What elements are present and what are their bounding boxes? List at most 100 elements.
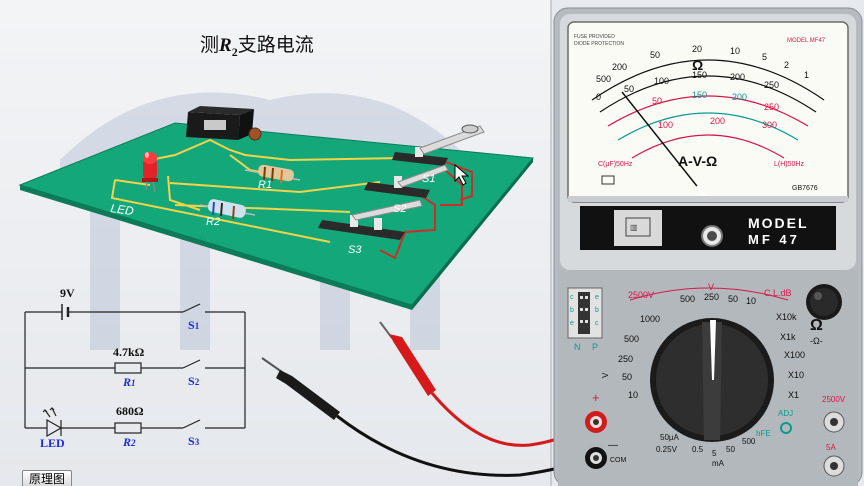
multimeter-mf47: FUSE PROVIDED DIODE PROTECTION MODEL MF4…: [553, 7, 863, 486]
ohm-symbol: Ω: [810, 317, 823, 334]
v-tick-50: 50: [728, 294, 738, 304]
left-tick-1000: 1000: [640, 314, 660, 324]
ohm-tick-x100: X100: [784, 350, 805, 360]
transistor-socket[interactable]: cbe ebc: [567, 287, 603, 339]
svg-text:250: 250: [764, 102, 779, 112]
svg-text:150: 150: [692, 90, 707, 100]
ohm-tick-x1: X1: [788, 390, 799, 400]
jack-minus-label: —: [608, 440, 618, 451]
svg-text:c: c: [570, 294, 574, 301]
v-tick-10: 10: [746, 296, 756, 306]
schematic-r1-value: 4.7kΩ: [113, 345, 145, 359]
svg-text:0: 0: [596, 92, 601, 102]
svg-text:c: c: [595, 320, 599, 327]
jack-5a-label: 5A: [826, 443, 836, 452]
svg-text:-Ω-: -Ω-: [810, 336, 823, 346]
adj-label: ADJ: [778, 409, 793, 418]
left-tick-10: 10: [628, 390, 638, 400]
svg-text:100: 100: [654, 76, 669, 86]
schematic-battery-label: 9V: [60, 286, 75, 300]
bottom-tick-50ua: 50μA: [660, 433, 680, 442]
svg-text:b: b: [595, 307, 599, 314]
svg-text:200: 200: [710, 116, 725, 126]
circuit-board: LED R1 R2 S1 S2 S3: [18, 106, 534, 438]
jack-5a[interactable]: [823, 455, 845, 477]
ohm-scale-arc: [591, 59, 825, 101]
ohm-tick-x1k: X1k: [780, 332, 796, 342]
board-label-led: LED: [110, 201, 135, 218]
jack-com[interactable]: [585, 447, 607, 469]
resistor-r2: [199, 199, 256, 220]
hfe-scale-arc: [617, 112, 799, 141]
svg-text:50: 50: [650, 50, 660, 60]
svg-text:300: 300: [762, 120, 777, 130]
svg-text:2: 2: [784, 60, 789, 70]
ohm-scale-label: Ω: [692, 57, 703, 73]
svg-text:e: e: [595, 294, 599, 301]
svg-text:5: 5: [762, 52, 767, 62]
v-tick-250: 250: [704, 292, 719, 302]
meter-display-window: [567, 21, 849, 203]
v-tick-500: 500: [680, 294, 695, 304]
board-label-r2: R2: [206, 216, 220, 228]
svg-text:V: V: [601, 372, 610, 378]
svg-text:50: 50: [652, 96, 662, 106]
left-tick-500: 500: [624, 334, 639, 344]
board-label-s3: S3: [348, 244, 362, 256]
led-component: [142, 152, 158, 193]
simulation-stage: 测R2支路电流: [0, 0, 552, 486]
np-n-label: N: [574, 342, 581, 352]
ohm-tick-x10k: X10k: [776, 312, 797, 322]
schematic-button[interactable]: 原理图: [22, 470, 73, 486]
schematic-s1-label: S1: [188, 318, 200, 332]
svg-text:150: 150: [692, 70, 707, 80]
jack-plus[interactable]: [585, 411, 607, 433]
svg-text:▥: ▥: [630, 223, 638, 232]
switch-s3[interactable]: [318, 199, 423, 240]
board-label-r1: R1: [258, 179, 272, 191]
np-p-label: P: [592, 342, 598, 352]
svg-text:250: 250: [764, 80, 779, 90]
schematic-r2-name: R2: [123, 435, 136, 449]
left-tick-250: 250: [618, 354, 633, 364]
serial-number: GB7676: [792, 185, 818, 192]
yellow-wires: [110, 138, 401, 243]
board-edge: [20, 185, 412, 310]
model-text: MODEL: [748, 215, 809, 231]
fuse-text: FUSE PROVIDED: [574, 34, 615, 40]
schematic-r2-value: 680Ω: [116, 404, 144, 418]
switch-s1[interactable]: [392, 124, 485, 166]
svg-text:500: 500: [596, 74, 611, 84]
meter-needle: [621, 91, 709, 201]
cert-mark: [601, 175, 615, 185]
switch-s2[interactable]: [364, 164, 449, 198]
svg-text:20: 20: [692, 44, 702, 54]
bottom-tick-5: 5: [712, 449, 717, 458]
jack-2500v[interactable]: [823, 411, 845, 433]
svg-text:100: 100: [658, 120, 673, 130]
ohm-adjust-knob[interactable]: [806, 284, 842, 320]
left-tick-50: 50: [622, 372, 632, 382]
schematic-s3-label: S3: [188, 434, 200, 448]
board-label-s2: S2: [393, 203, 406, 215]
jack-plus-label: +: [592, 390, 600, 405]
bottom-tick-05: 0.5: [692, 445, 704, 454]
svg-text:200: 200: [612, 62, 627, 72]
model-number-text: MF 47: [748, 232, 800, 247]
jack-com-label: COM: [610, 457, 627, 464]
bottom-tick-500: 500: [742, 437, 756, 446]
range-selector-knob[interactable]: [650, 318, 774, 442]
ac-scale-arc: [607, 95, 809, 127]
ohm-tick-x10: X10: [788, 370, 804, 380]
cap-scale-label: C(μF)50Hz: [598, 161, 633, 168]
svg-text:e: e: [570, 320, 574, 327]
range-cl-db-label: C.L.dB: [764, 288, 792, 298]
model-corner-text: MODEL MF47: [787, 38, 826, 44]
page-title: 测R2支路电流: [200, 35, 314, 59]
diode-text: DIODE PROTECTION: [574, 41, 624, 47]
range-v-label: V: [708, 282, 714, 292]
svg-text:b: b: [570, 307, 574, 314]
unit-ma: mA: [712, 459, 725, 468]
inductance-scale-label: L(H)50Hz: [774, 161, 804, 168]
